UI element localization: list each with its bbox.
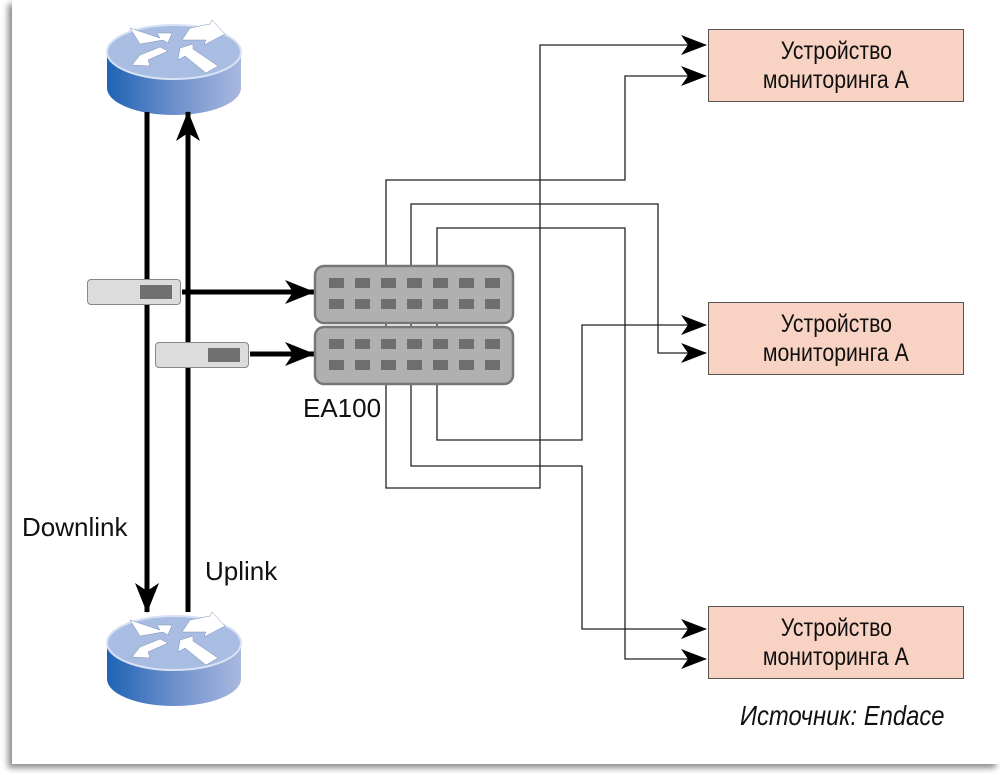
- ea100-port: [433, 278, 448, 288]
- top-router-icon: [106, 19, 242, 115]
- link-bottom-386-to-monitor-1: [385, 35, 707, 489]
- ea100-port: [329, 339, 344, 349]
- monitor-line-2: мониторинга А: [763, 65, 909, 94]
- link-top-437-to-monitor-3: [436, 227, 707, 669]
- monitoring-device-2: Устройство мониторинга А: [708, 302, 964, 375]
- monitor-line-1: Устройство: [780, 36, 892, 65]
- ea100-port: [407, 339, 422, 349]
- ea100-port: [459, 299, 474, 309]
- monitor-line-1: Устройство: [780, 613, 892, 642]
- network-tap-1: [87, 279, 181, 305]
- monitoring-device-3: Устройство мониторинга А: [708, 606, 964, 679]
- ea100-port: [355, 339, 370, 349]
- ea100-port: [407, 278, 422, 288]
- source-caption: Источник: Endace: [740, 700, 945, 731]
- link-top-386-to-monitor-1: [385, 66, 707, 267]
- ea100-port: [407, 360, 422, 370]
- uplink-label: Uplink: [205, 556, 278, 586]
- monitor-line-1: Устройство: [780, 309, 892, 338]
- ea100-port: [355, 278, 370, 288]
- ea100-port: [433, 299, 448, 309]
- downlink-label: Downlink: [22, 512, 128, 542]
- ea100-port: [433, 339, 448, 349]
- monitor-line-2: мониторинга А: [763, 642, 909, 671]
- monitoring-device-1: Устройство мониторинга А: [708, 29, 964, 102]
- bottom-router-icon: [106, 611, 242, 706]
- ea100-port: [381, 360, 396, 370]
- link-bottom-411-to-monitor-3: [410, 385, 707, 639]
- link-top-411-to-monitor-2: [410, 203, 707, 363]
- ea100-port: [381, 339, 396, 349]
- ea100-port: [355, 299, 370, 309]
- ea100-port: [329, 360, 344, 370]
- ea100-port: [407, 299, 422, 309]
- monitor-line-2: мониторинга А: [763, 338, 909, 367]
- ea100-label: EA100: [303, 393, 382, 423]
- ea100-port: [485, 299, 500, 309]
- ea100-port: [459, 360, 474, 370]
- ea100-port: [329, 278, 344, 288]
- ea100-device-icon: [313, 264, 515, 386]
- network-tap-2: [155, 342, 249, 368]
- ea100-port: [485, 278, 500, 288]
- tap-port: [208, 348, 240, 362]
- link-bottom-437-to-monitor-2: [436, 315, 707, 441]
- ea100-port: [381, 299, 396, 309]
- ea100-port: [329, 299, 344, 309]
- ea100-port: [459, 278, 474, 288]
- ea100-port: [355, 360, 370, 370]
- tap-port: [140, 285, 172, 299]
- ea100-port: [485, 339, 500, 349]
- ea100-port: [433, 360, 448, 370]
- ea100-port: [459, 339, 474, 349]
- ea100-port: [381, 278, 396, 288]
- ea100-port: [485, 360, 500, 370]
